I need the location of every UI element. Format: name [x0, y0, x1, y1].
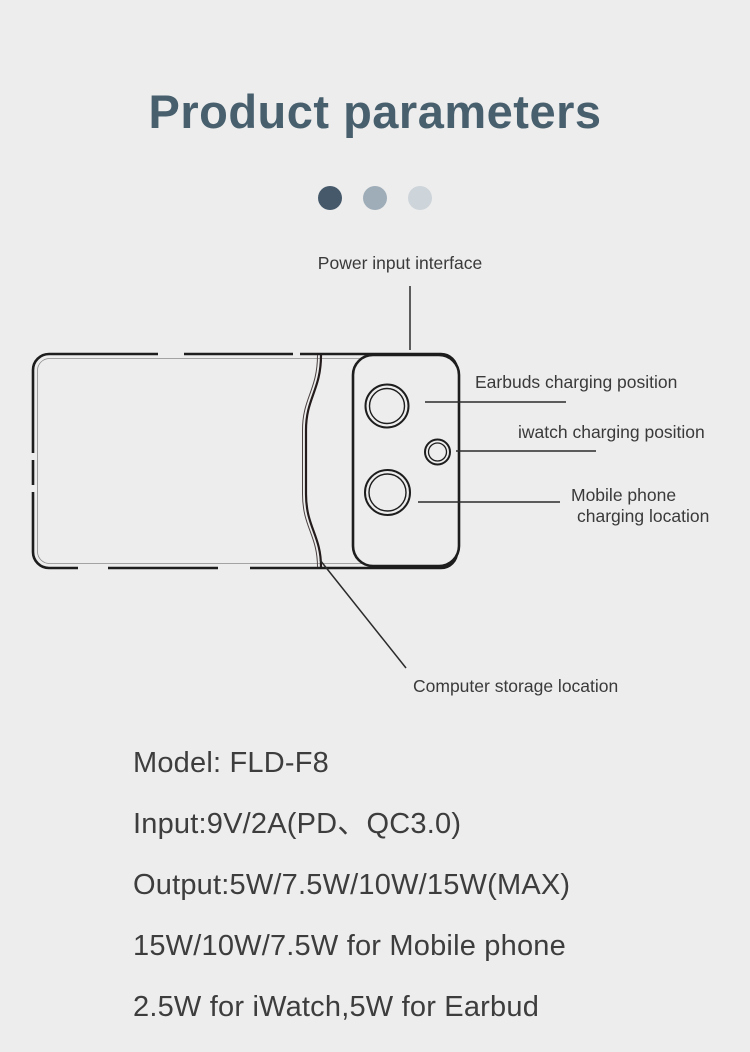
- spec-input: Input:9V/2A(PD、QC3.0): [133, 808, 462, 840]
- spec-list: Model: FLD-F8 Input:9V/2A(PD、QC3.0) Outp…: [133, 749, 693, 1052]
- fold-hinge-line: [304, 354, 323, 568]
- carousel-indicator: [0, 186, 750, 210]
- mobile-position-label-line1: Mobile phone: [571, 485, 677, 505]
- carousel-dot-active: [318, 186, 342, 210]
- phone-coil-inner: [368, 473, 407, 512]
- power-input-label: Power input interface: [317, 253, 483, 273]
- callout-lines: [319, 286, 596, 669]
- outline-notches: [31, 352, 300, 570]
- computer-leader: [319, 559, 407, 669]
- spec-output: Output:5W/7.5W/10W/15W(MAX): [133, 869, 571, 901]
- spec-output-phone: 15W/10W/7.5W for Mobile phone: [133, 930, 566, 962]
- iwatch-coil-inner: [427, 442, 448, 462]
- spec-output-watch-earbud: 2.5W for iWatch,5W for Earbud: [133, 991, 540, 1023]
- earbuds-coil-inner: [368, 387, 406, 425]
- charging-panel-outline: [351, 353, 461, 568]
- iwatch-position-label: iwatch charging position: [518, 422, 705, 442]
- fold-hinge-line-inner: [302, 354, 318, 568]
- iwatch-coil-outer: [424, 438, 451, 466]
- computer-storage-label: Computer storage location: [413, 676, 619, 696]
- carousel-dot: [408, 186, 432, 210]
- spec-model: Model: FLD-F8: [133, 747, 329, 779]
- mobile-position-label-line2: charging location: [577, 506, 710, 526]
- carousel-dot: [363, 186, 387, 210]
- phone-coil-outer: [364, 469, 411, 516]
- earbuds-coil-outer: [364, 383, 410, 429]
- earbuds-position-label: Earbuds charging position: [475, 372, 678, 392]
- mobile-position-label: Mobile phone charging location: [571, 485, 709, 527]
- page-title: Product parameters: [148, 85, 602, 138]
